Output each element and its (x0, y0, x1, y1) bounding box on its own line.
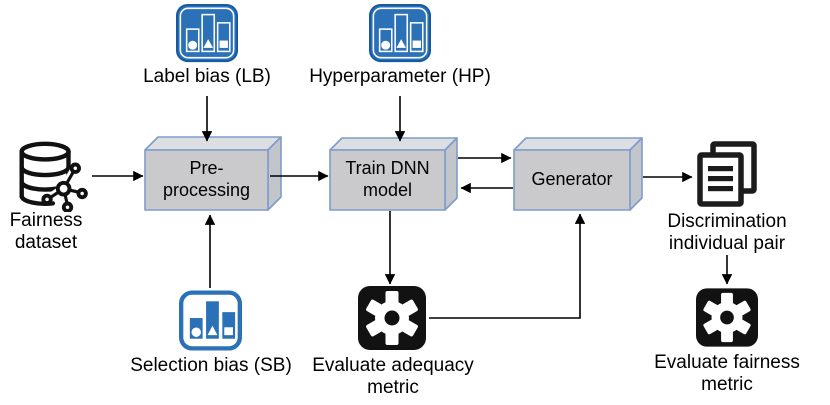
hyperparameter-label: Hyperparameter (HP) (309, 66, 491, 87)
documents-icon (695, 141, 759, 207)
train-dnn-box-shape (329, 137, 458, 211)
fairness-gear-icon (696, 287, 758, 348)
evaluate-fairness-label: Evaluate fairness metric (654, 352, 800, 396)
selection-bias-bar-chart-outline-icon (179, 290, 242, 351)
evaluate-adequacy-label: Evaluate adequacy metric (312, 355, 474, 399)
arrow-adequacy-to-generator (429, 213, 586, 319)
label-bias-bar-chart-icon (176, 3, 238, 63)
preprocessing-box-label: Pre- processing (162, 158, 251, 200)
fairness-dataset-label: Fairness dataset (9, 210, 83, 254)
preprocessing-box-shape (144, 136, 282, 211)
generator-box-shape (513, 137, 643, 211)
generator-box-label: Generator (531, 169, 613, 190)
train-dnn-box-label: Train DNN model (345, 158, 430, 200)
selection-bias-label: Selection bias (SB) (130, 355, 292, 376)
adequacy-gear-icon (358, 286, 426, 350)
hyperparameter-bar-chart-icon (369, 3, 431, 63)
discrimination-pair-label: Discrimination individual pair (667, 211, 787, 255)
database-network-icon (10, 140, 88, 212)
label-bias-label: Label bias (LB) (143, 66, 271, 87)
